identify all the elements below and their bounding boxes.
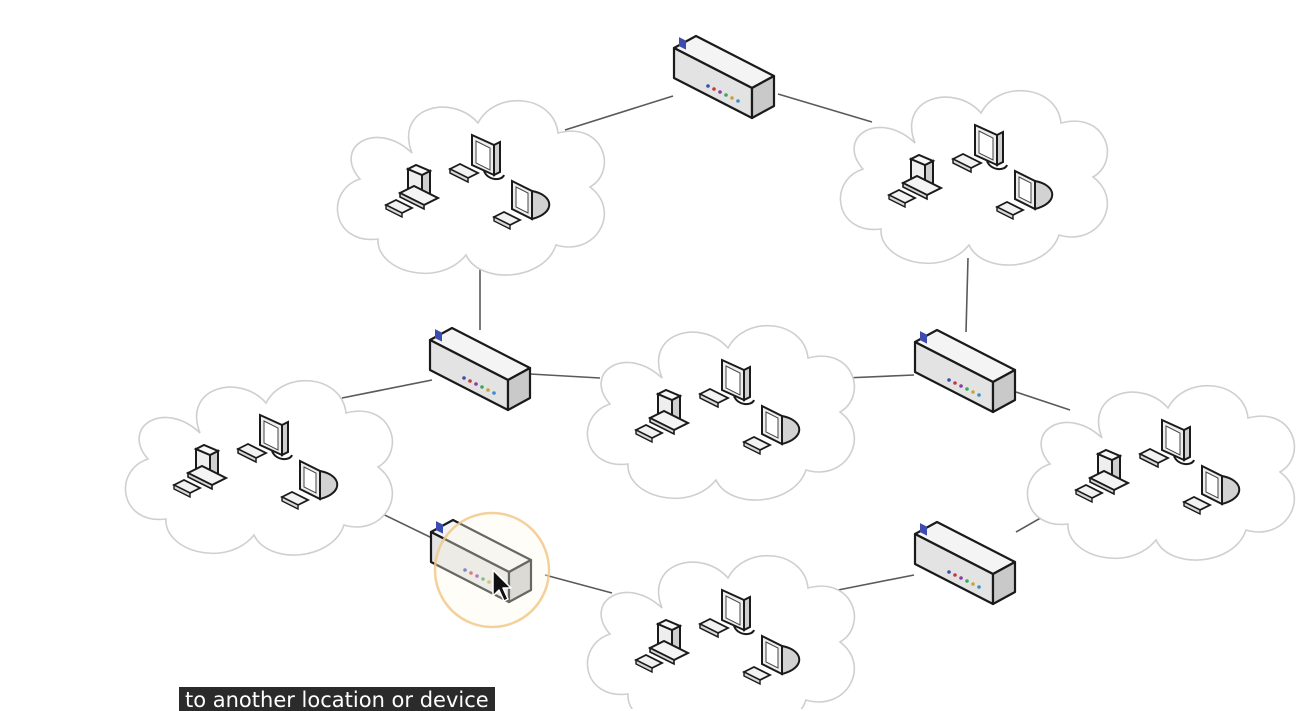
lan-cloud-top-left xyxy=(337,101,604,275)
network-switch-bottom-right[interactable] xyxy=(913,520,1017,606)
lan-cloud-bottom xyxy=(587,556,854,709)
link-line xyxy=(827,574,915,593)
mouse-pointer-icon xyxy=(492,569,512,602)
click-highlight-ring xyxy=(433,511,551,629)
connection-lines xyxy=(341,93,1071,594)
link-line xyxy=(777,93,873,123)
link-line xyxy=(544,574,613,594)
network-switch-mid-left[interactable] xyxy=(428,326,532,412)
network-switch-top[interactable] xyxy=(672,34,776,120)
network-switch-mid-right[interactable] xyxy=(913,328,1017,414)
link-line xyxy=(1015,391,1071,411)
link-line xyxy=(564,95,674,131)
lan-cloud-left xyxy=(125,381,392,555)
lan-cloud-center xyxy=(587,326,854,500)
link-line xyxy=(844,374,915,379)
link-line xyxy=(341,379,433,399)
link-line xyxy=(529,373,601,379)
lan-cloud-right xyxy=(1027,386,1294,560)
subtitle-caption: to another location or device xyxy=(179,687,495,711)
link-line xyxy=(965,257,969,333)
lan-cloud-top-right xyxy=(840,91,1107,265)
